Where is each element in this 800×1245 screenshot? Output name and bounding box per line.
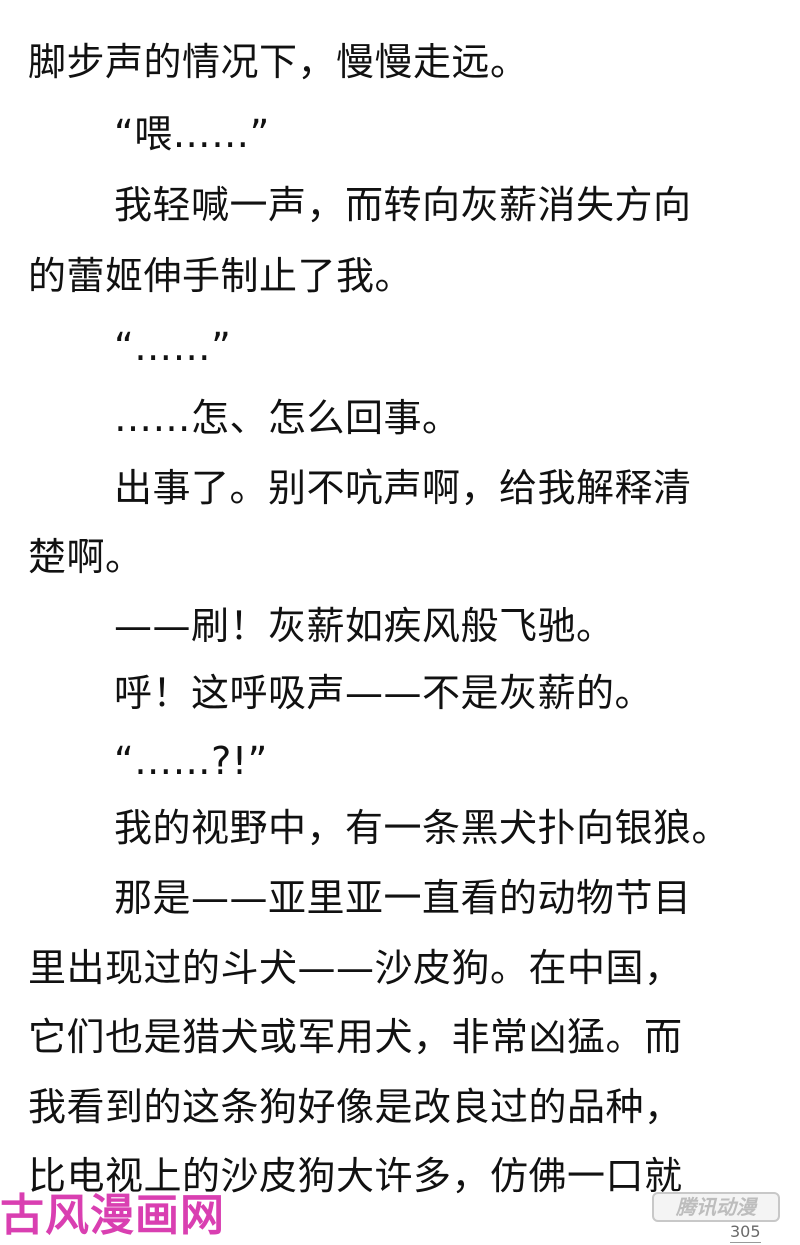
text-line: 的蕾姬伸手制止了我。 (28, 254, 414, 298)
text-line: 我看到的这条狗好像是改良过的品种， (28, 1085, 683, 1129)
text-line: ……怎、怎么回事。 (114, 396, 461, 440)
page-number: 305 (730, 1222, 761, 1243)
text-line: 楚啊。 (28, 535, 144, 579)
text-line: 脚步声的情况下，慢慢走远。 (28, 40, 529, 84)
text-line: 出事了。别不吭声啊，给我解释清 (114, 466, 692, 510)
text-line: 呼！这呼吸声——不是灰薪的。 (114, 671, 654, 715)
text-line: ——刷！灰薪如疾风般飞驰。 (114, 604, 615, 648)
watermark-logo: 古风漫画网 (0, 1190, 225, 1241)
text-line: 我轻喊一声，而转向灰薪消失方向 (114, 183, 692, 227)
text-line: 它们也是猎犬或军用犬，非常凶猛。而 (28, 1015, 683, 1059)
text-line: 里出现过的斗犬——沙皮狗。在中国， (28, 946, 683, 990)
text-line: “……” (114, 325, 232, 369)
text-line: “喂……” (114, 112, 270, 156)
text-line: “……?!” (114, 739, 268, 783)
text-line: 我的视野中，有一条黑犬扑向银狼。 (114, 806, 731, 850)
watermark-badge: 腾讯动漫 (652, 1192, 780, 1222)
text-line: 那是——亚里亚一直看的动物节目 (114, 876, 692, 920)
text-line: 比电视上的沙皮狗大许多，仿佛一口就 (28, 1154, 683, 1198)
